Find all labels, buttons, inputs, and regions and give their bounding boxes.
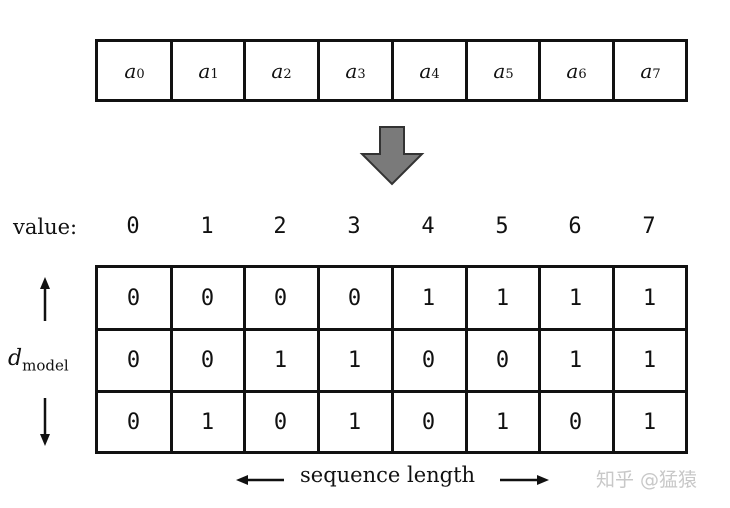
encoding-bit: 0 xyxy=(200,348,215,373)
encoding-bit: 0 xyxy=(200,286,215,311)
divider xyxy=(317,40,320,101)
value-label: 3 xyxy=(347,214,361,239)
encoding-bit: 0 xyxy=(347,286,362,311)
value-label: 2 xyxy=(273,214,287,239)
encoding-bit: 0 xyxy=(273,410,288,435)
encoding-bit: 0 xyxy=(568,410,583,435)
divider xyxy=(243,266,246,453)
value-label: 1 xyxy=(200,214,214,239)
value-label: 5 xyxy=(495,214,509,239)
value-label: 7 xyxy=(642,214,656,239)
watermark: 知乎 @猛猿 xyxy=(596,469,698,491)
encoding-bit: 0 xyxy=(126,410,141,435)
encoding-bit: 1 xyxy=(421,286,436,311)
value-label: 4 xyxy=(421,214,435,239)
divider xyxy=(391,40,394,101)
encoding-bit: 1 xyxy=(273,348,288,373)
encoding-bit: 1 xyxy=(495,286,510,311)
divider xyxy=(391,266,394,453)
divider xyxy=(465,40,468,101)
left-arrowhead-icon xyxy=(236,475,248,485)
encoding-bit: 1 xyxy=(200,410,215,435)
encoding-bit: 1 xyxy=(568,286,583,311)
right-arrowhead-icon xyxy=(537,475,549,485)
up-arrowhead-icon xyxy=(40,277,50,289)
divider xyxy=(243,40,246,101)
encoding-bit: 1 xyxy=(642,286,657,311)
encoding-bit: 1 xyxy=(642,410,657,435)
sequence-length-label: sequence length xyxy=(300,463,476,487)
encoding-bit: 1 xyxy=(347,348,362,373)
encoding-bit: 0 xyxy=(495,348,510,373)
divider xyxy=(612,40,615,101)
d-model-label: dmodel xyxy=(8,346,69,375)
value-label: 6 xyxy=(568,214,582,239)
divider xyxy=(465,266,468,453)
encoding-bit: 1 xyxy=(568,348,583,373)
encoding-bit: 1 xyxy=(495,410,510,435)
divider xyxy=(317,266,320,453)
value-row-label: value: xyxy=(13,215,78,239)
encoding-bit: 0 xyxy=(421,348,436,373)
encoding-bit: 0 xyxy=(126,348,141,373)
divider xyxy=(612,266,615,453)
encoding-bit: 1 xyxy=(347,410,362,435)
encoding-bit: 0 xyxy=(421,410,436,435)
down-arrow-icon xyxy=(359,126,425,186)
value-label: 0 xyxy=(126,214,140,239)
encoding-bit: 1 xyxy=(642,348,657,373)
divider xyxy=(170,40,173,101)
divider xyxy=(538,40,541,101)
down-arrowhead-icon xyxy=(40,434,50,446)
encoding-bit: 0 xyxy=(126,286,141,311)
divider xyxy=(170,266,173,453)
encoding-bit: 0 xyxy=(273,286,288,311)
divider xyxy=(538,266,541,453)
